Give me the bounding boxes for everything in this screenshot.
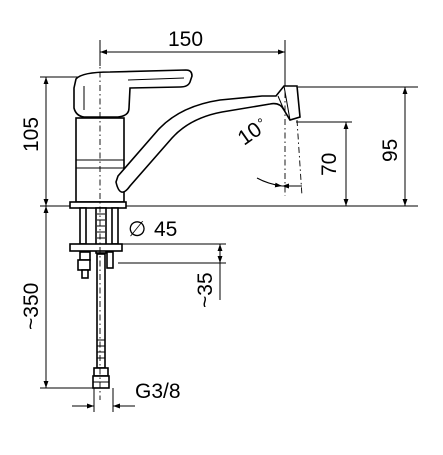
- dim-diameter-symbol: ∅: [128, 218, 146, 241]
- fixing-plate: [69, 243, 123, 252]
- dimension-lines: [43, 49, 408, 409]
- dim-spout-height: 70: [318, 153, 341, 176]
- dim-height-body: 105: [20, 117, 43, 152]
- dim-base-diameter: 45: [154, 218, 177, 241]
- dim-width-top: 150: [168, 28, 203, 51]
- dim-hose-length: ~350: [20, 283, 43, 330]
- base-plate: [69, 201, 127, 209]
- center-lines: [99, 58, 303, 400]
- dim-thread: G3/8: [135, 380, 181, 403]
- dim-total-height: 95: [379, 139, 402, 162]
- faucet-body: [69, 69, 301, 209]
- dim-shank-length: ~35: [194, 272, 217, 308]
- lever-handle: [73, 69, 193, 118]
- mounting-assembly: [69, 207, 123, 389]
- supply-hose: [96, 253, 106, 369]
- dimension-labels: 150 105 10 ° 70 95 ∅ 45 ~35 ~350 G3/8: [20, 28, 402, 403]
- spout: [115, 85, 301, 193]
